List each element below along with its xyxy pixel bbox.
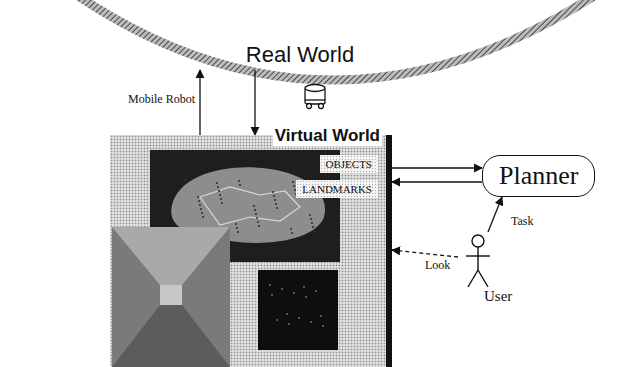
node-text: Planner [499, 159, 578, 193]
planner-box: Planner [482, 155, 595, 197]
stick-figure [458, 232, 498, 292]
virtual-world-panel: Virtual WorldOBJECTSLANDMARKS [110, 135, 392, 367]
node-text: OBJECTS [326, 158, 372, 170]
edge-label: Task [510, 214, 535, 229]
robot-command-arrow [254, 70, 255, 135]
camera-view [112, 227, 230, 367]
range-view [258, 270, 338, 350]
edge-label: Look [424, 258, 451, 273]
query-arrow [392, 167, 482, 168]
task-arrow [488, 197, 502, 232]
reply-arrow [392, 181, 482, 182]
robot-upload-arrow [199, 70, 200, 135]
node-text: User [484, 288, 528, 305]
node-text: Virtual World [273, 126, 382, 146]
robot-icon [305, 85, 325, 109]
node-text: Real World [180, 42, 420, 68]
landmarks-box: LANDMARKS [296, 180, 378, 198]
node-text: LANDMARKS [302, 183, 372, 195]
robot-label: Mobile Robot [100, 92, 196, 107]
user-figure: User [458, 232, 528, 310]
objects-box: OBJECTS [320, 155, 378, 173]
world-arc [78, 0, 594, 80]
look-arrow [392, 250, 458, 257]
world-region: Real World [180, 40, 420, 70]
